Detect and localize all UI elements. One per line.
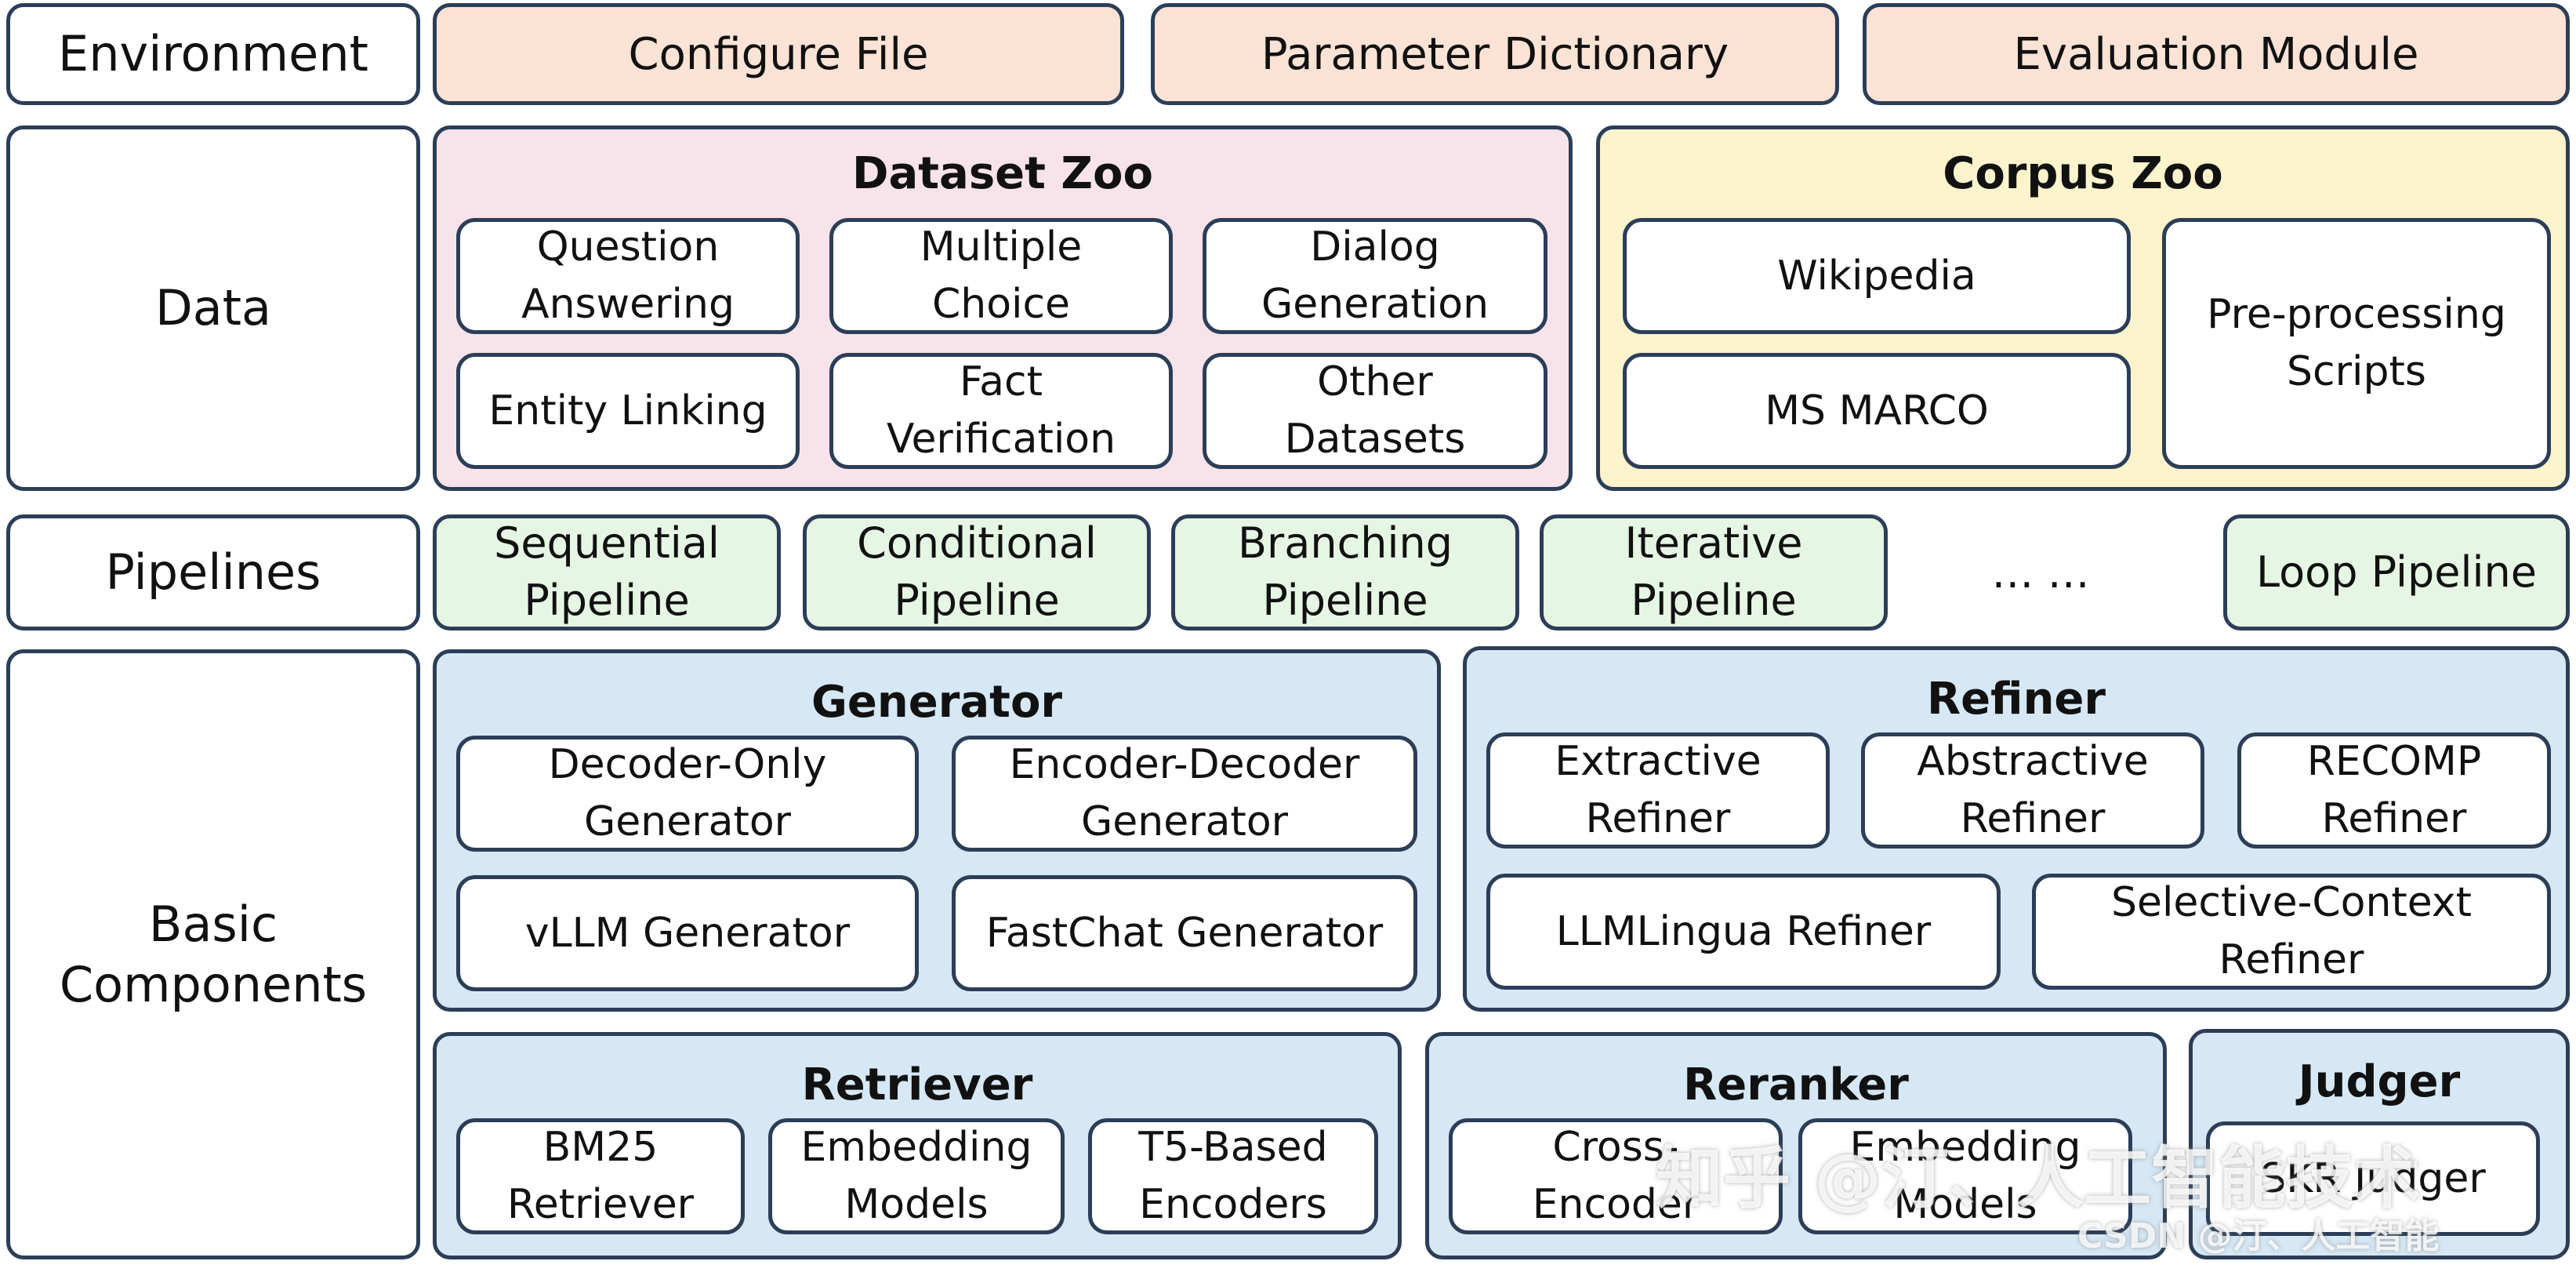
refiner-item-label: Extractive Refiner bbox=[1555, 738, 1761, 842]
generator-item-label: FastChat Generator bbox=[985, 909, 1384, 957]
row-label-data-text: Data bbox=[154, 279, 272, 337]
dataset-item-label: Entity Linking bbox=[488, 387, 767, 434]
parameter-dictionary-box: Parameter Dictionary bbox=[1151, 3, 1839, 105]
pipeline-ellipsis: … … bbox=[1905, 514, 2176, 631]
generator-item-label: Encoder-Decoder Generator bbox=[1009, 741, 1360, 845]
evaluation-module-label: Evaluation Module bbox=[2013, 28, 2419, 80]
dataset-item-label: Multiple Choice bbox=[920, 224, 1083, 328]
refiner-selective-context: Selective-Context Refiner bbox=[2032, 874, 2551, 990]
dataset-item-label: Other Datasets bbox=[1284, 358, 1466, 463]
judger-skr: SKR Judger bbox=[2206, 1121, 2540, 1236]
refiner-llmlingua: LLMLingua Refiner bbox=[1486, 874, 2001, 990]
configure-file-label: Configure File bbox=[628, 28, 929, 80]
reranker-embedding-models: Embedding Models bbox=[1798, 1118, 2132, 1234]
row-label-environment-text: Environment bbox=[58, 25, 368, 83]
pipeline-sequential: Sequential Pipeline bbox=[433, 514, 781, 631]
reranker-title: Reranker bbox=[1683, 1059, 1909, 1110]
pipeline-loop: Loop Pipeline bbox=[2223, 514, 2570, 631]
pipeline-label: Sequential Pipeline bbox=[494, 518, 720, 625]
pipeline-label: Iterative Pipeline bbox=[1624, 518, 1803, 625]
retriever-bm25: BM25 Retriever bbox=[456, 1118, 745, 1234]
row-label-basic-components-text: Basic Components bbox=[59, 895, 368, 1014]
dataset-multiple-choice: Multiple Choice bbox=[829, 218, 1173, 334]
row-label-pipelines-text: Pipelines bbox=[105, 543, 321, 601]
row-label-environment: Environment bbox=[6, 3, 420, 105]
dataset-dialog-generation: Dialog Generation bbox=[1203, 218, 1547, 334]
refiner-abstractive: Abstractive Refiner bbox=[1861, 732, 2204, 849]
configure-file-box: Configure File bbox=[433, 3, 1124, 105]
corpus-preprocessing-scripts: Pre-processing Scripts bbox=[2162, 218, 2551, 469]
generator-item-label: Decoder-Only Generator bbox=[548, 741, 827, 845]
refiner-extractive: Extractive Refiner bbox=[1486, 732, 1830, 849]
reranker-item-label: Embedding Models bbox=[1849, 1124, 2081, 1228]
pipeline-label: Conditional Pipeline bbox=[857, 518, 1097, 625]
corpus-wikipedia: Wikipedia bbox=[1623, 218, 2131, 334]
judger-title: Judger bbox=[2298, 1056, 2461, 1107]
dataset-item-label: Fact Verification bbox=[886, 358, 1116, 463]
judger-item-label: SKR Judger bbox=[2260, 1154, 2486, 1202]
retriever-embedding-models: Embedding Models bbox=[768, 1118, 1065, 1234]
dataset-question-answering: Question Answering bbox=[456, 218, 800, 334]
dataset-zoo-title: Dataset Zoo bbox=[852, 148, 1153, 199]
reranker-cross-encoder: Cross- Encoder bbox=[1449, 1118, 1783, 1234]
corpus-item-label: MS MARCO bbox=[1765, 387, 1989, 434]
pipeline-branching: Branching Pipeline bbox=[1171, 514, 1519, 631]
dataset-item-label: Question Answering bbox=[521, 224, 735, 328]
pipeline-iterative: Iterative Pipeline bbox=[1540, 514, 1888, 631]
corpus-item-label: Pre-processing Scripts bbox=[2207, 291, 2506, 395]
generator-fastchat: FastChat Generator bbox=[952, 875, 1417, 991]
generator-decoder-only: Decoder-Only Generator bbox=[456, 736, 919, 852]
corpus-zoo-title: Corpus Zoo bbox=[1943, 148, 2223, 199]
generator-item-label: vLLM Generator bbox=[524, 909, 851, 957]
refiner-item-label: RECOMP Refiner bbox=[2306, 738, 2482, 842]
dataset-fact-verification: Fact Verification bbox=[829, 353, 1173, 469]
generator-encoder-decoder: Encoder-Decoder Generator bbox=[952, 736, 1417, 852]
retriever-t5-based-encoders: T5-Based Encoders bbox=[1088, 1118, 1378, 1234]
watermark-main: 知乎 @汀、人工智能技术 bbox=[1656, 1139, 2421, 1218]
dataset-entity-linking: Entity Linking bbox=[456, 353, 800, 469]
refiner-item-label: Abstractive Refiner bbox=[1917, 738, 2149, 842]
dataset-item-label: Dialog Generation bbox=[1261, 224, 1489, 328]
retriever-item-label: T5-Based Encoders bbox=[1138, 1124, 1328, 1228]
row-label-basic-components: Basic Components bbox=[6, 649, 420, 1259]
row-label-data: Data bbox=[6, 125, 420, 491]
corpus-item-label: Wikipedia bbox=[1777, 252, 1976, 300]
pipeline-conditional: Conditional Pipeline bbox=[803, 514, 1151, 631]
reranker-item-label: Cross- Encoder bbox=[1532, 1124, 1700, 1228]
refiner-recomp: RECOMP Refiner bbox=[2237, 732, 2551, 849]
pipeline-label: Branching Pipeline bbox=[1238, 518, 1453, 625]
dataset-other-datasets: Other Datasets bbox=[1203, 353, 1547, 469]
watermark-small: CSDN @汀、人工智能 bbox=[2077, 1216, 2440, 1256]
refiner-title: Refiner bbox=[1926, 674, 2106, 725]
retriever-item-label: BM25 Retriever bbox=[506, 1124, 695, 1228]
pipeline-label: Loop Pipeline bbox=[2256, 547, 2537, 597]
pipeline-ellipsis-text: … … bbox=[1991, 547, 2090, 598]
parameter-dictionary-label: Parameter Dictionary bbox=[1261, 28, 1729, 80]
corpus-ms-marco: MS MARCO bbox=[1623, 353, 2131, 469]
retriever-item-label: Embedding Models bbox=[800, 1124, 1032, 1228]
refiner-item-label: Selective-Context Refiner bbox=[2110, 879, 2473, 983]
generator-title: Generator bbox=[811, 677, 1063, 728]
evaluation-module-box: Evaluation Module bbox=[1863, 3, 2570, 105]
row-label-pipelines: Pipelines bbox=[6, 514, 420, 631]
retriever-title: Retriever bbox=[801, 1059, 1033, 1110]
refiner-item-label: LLMLingua Refiner bbox=[1555, 907, 1932, 955]
generator-vllm: vLLM Generator bbox=[456, 875, 919, 991]
